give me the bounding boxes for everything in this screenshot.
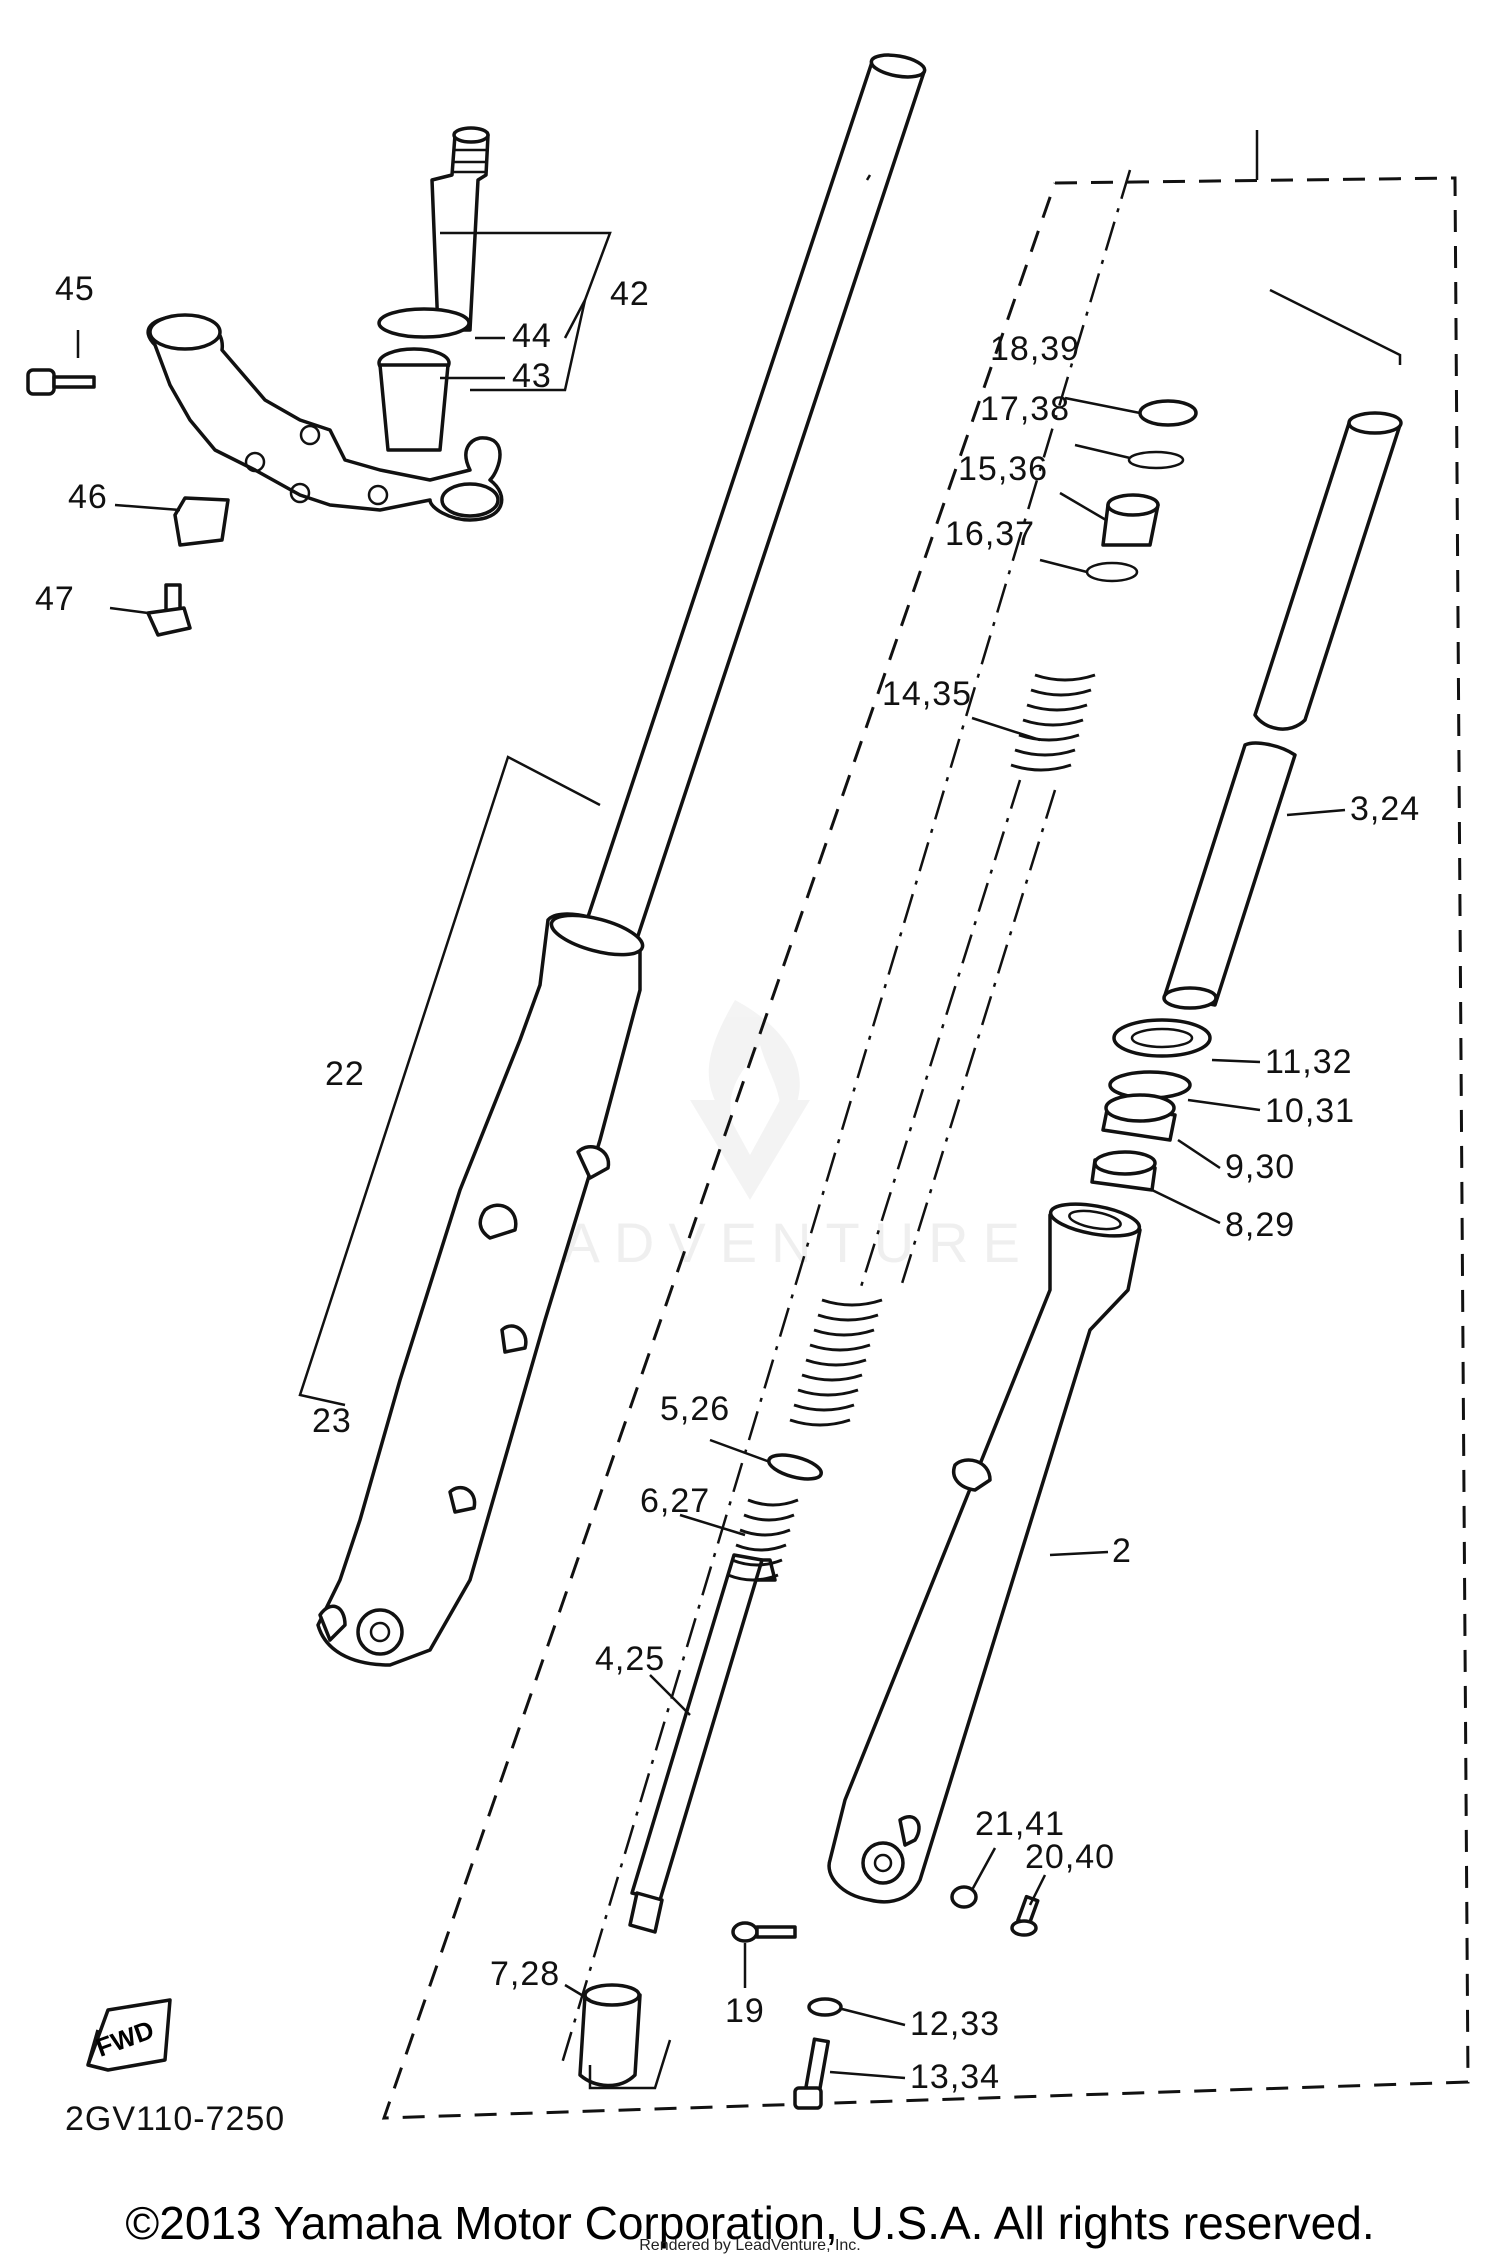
left-fork-assembly	[316, 53, 927, 1667]
screw-20-40	[1010, 1894, 1040, 1937]
callout-47: 47	[35, 580, 75, 618]
callout-19: 19	[725, 1992, 765, 2030]
drawing-code: 2GV110-7250	[65, 2100, 285, 2138]
damper-rod-4-25	[628, 1553, 777, 1934]
callout-2: 2	[1112, 1532, 1132, 1570]
callout-8-29: 8,29	[1225, 1206, 1295, 1244]
fork-spring-14-35	[789, 673, 1096, 1427]
callout-12-33: 12,33	[910, 2005, 1000, 2043]
bolt-47	[146, 583, 192, 637]
callout-16-37: 16,37	[945, 515, 1035, 553]
washer-21-41	[950, 1885, 978, 1909]
oil-lock-piece-7-28	[578, 1983, 642, 2088]
seal-parts	[1090, 1018, 1212, 1192]
assembly-boundary	[381, 130, 1470, 2120]
callout-3-24: 3,24	[1350, 790, 1420, 828]
under-bracket-assembly	[146, 126, 504, 522]
callout-43: 43	[512, 357, 552, 395]
callout-18-39: 18,39	[990, 330, 1080, 368]
bracket-3-24	[1269, 288, 1402, 365]
callout-1-bracket	[298, 174, 872, 1407]
clip-17-38	[1127, 450, 1185, 470]
washer-44	[377, 307, 471, 339]
callout-10-31: 10,31	[1265, 1092, 1355, 1130]
callout-labels: 42 44 43 45 46 47 18,39 17,38 15,36 16,3…	[35, 270, 1420, 2138]
callout-46: 46	[68, 478, 108, 516]
cable-clamp-46	[173, 496, 230, 547]
fwd-arrow: FWD	[86, 1998, 172, 2072]
callout-6-27: 6,27	[640, 1482, 710, 1520]
washer-12-33	[807, 1997, 843, 2017]
bolt-45	[26, 368, 96, 396]
callout-23: 23	[312, 1402, 352, 1440]
rendered-by-notice: Rendered by LeadVenture, Inc.	[639, 2237, 861, 2254]
centre-line	[558, 169, 1132, 2071]
fork-cap-parts	[1085, 399, 1198, 583]
o-ring-16-37	[1085, 561, 1139, 583]
dust-seal-11-32	[1112, 1018, 1212, 1058]
callout-13-34: 13,34	[910, 2058, 1000, 2096]
callout-44: 44	[512, 317, 552, 355]
cap-18-39	[1138, 399, 1198, 427]
callout-45: 45	[55, 270, 95, 308]
bolt-19	[731, 1921, 797, 1943]
inner-tube-3-24	[1162, 411, 1403, 1010]
callout-22: 22	[325, 1055, 365, 1093]
callout-15-36: 15,36	[958, 450, 1048, 488]
leader-lines	[76, 231, 1346, 2080]
callout-42: 42	[610, 275, 650, 313]
callout-7-28: 7,28	[490, 1955, 560, 1993]
rebound-spring-6-27	[727, 1498, 799, 1582]
callout-9-30: 9,30	[1225, 1148, 1295, 1186]
piston-ring-5-26	[767, 1453, 823, 1481]
callout-4-25: 4,25	[595, 1640, 665, 1678]
callout-11-32: 11,32	[1265, 1043, 1353, 1081]
callout-5-26: 5,26	[660, 1390, 730, 1428]
callout-14-35: 14,35	[882, 675, 972, 713]
callout-17-38: 17,38	[980, 390, 1070, 428]
outer-tube-2	[827, 1202, 1142, 1904]
copyright-notice: ©2013 Yamaha Motor Corporation, U.S.A. A…	[125, 2197, 1375, 2249]
callout-21-41: 21,41	[975, 1805, 1065, 1843]
bracket-7-28	[588, 2039, 672, 2090]
bolt-13-34	[793, 2037, 830, 2110]
callout-20-40: 20,40	[1025, 1838, 1115, 1876]
